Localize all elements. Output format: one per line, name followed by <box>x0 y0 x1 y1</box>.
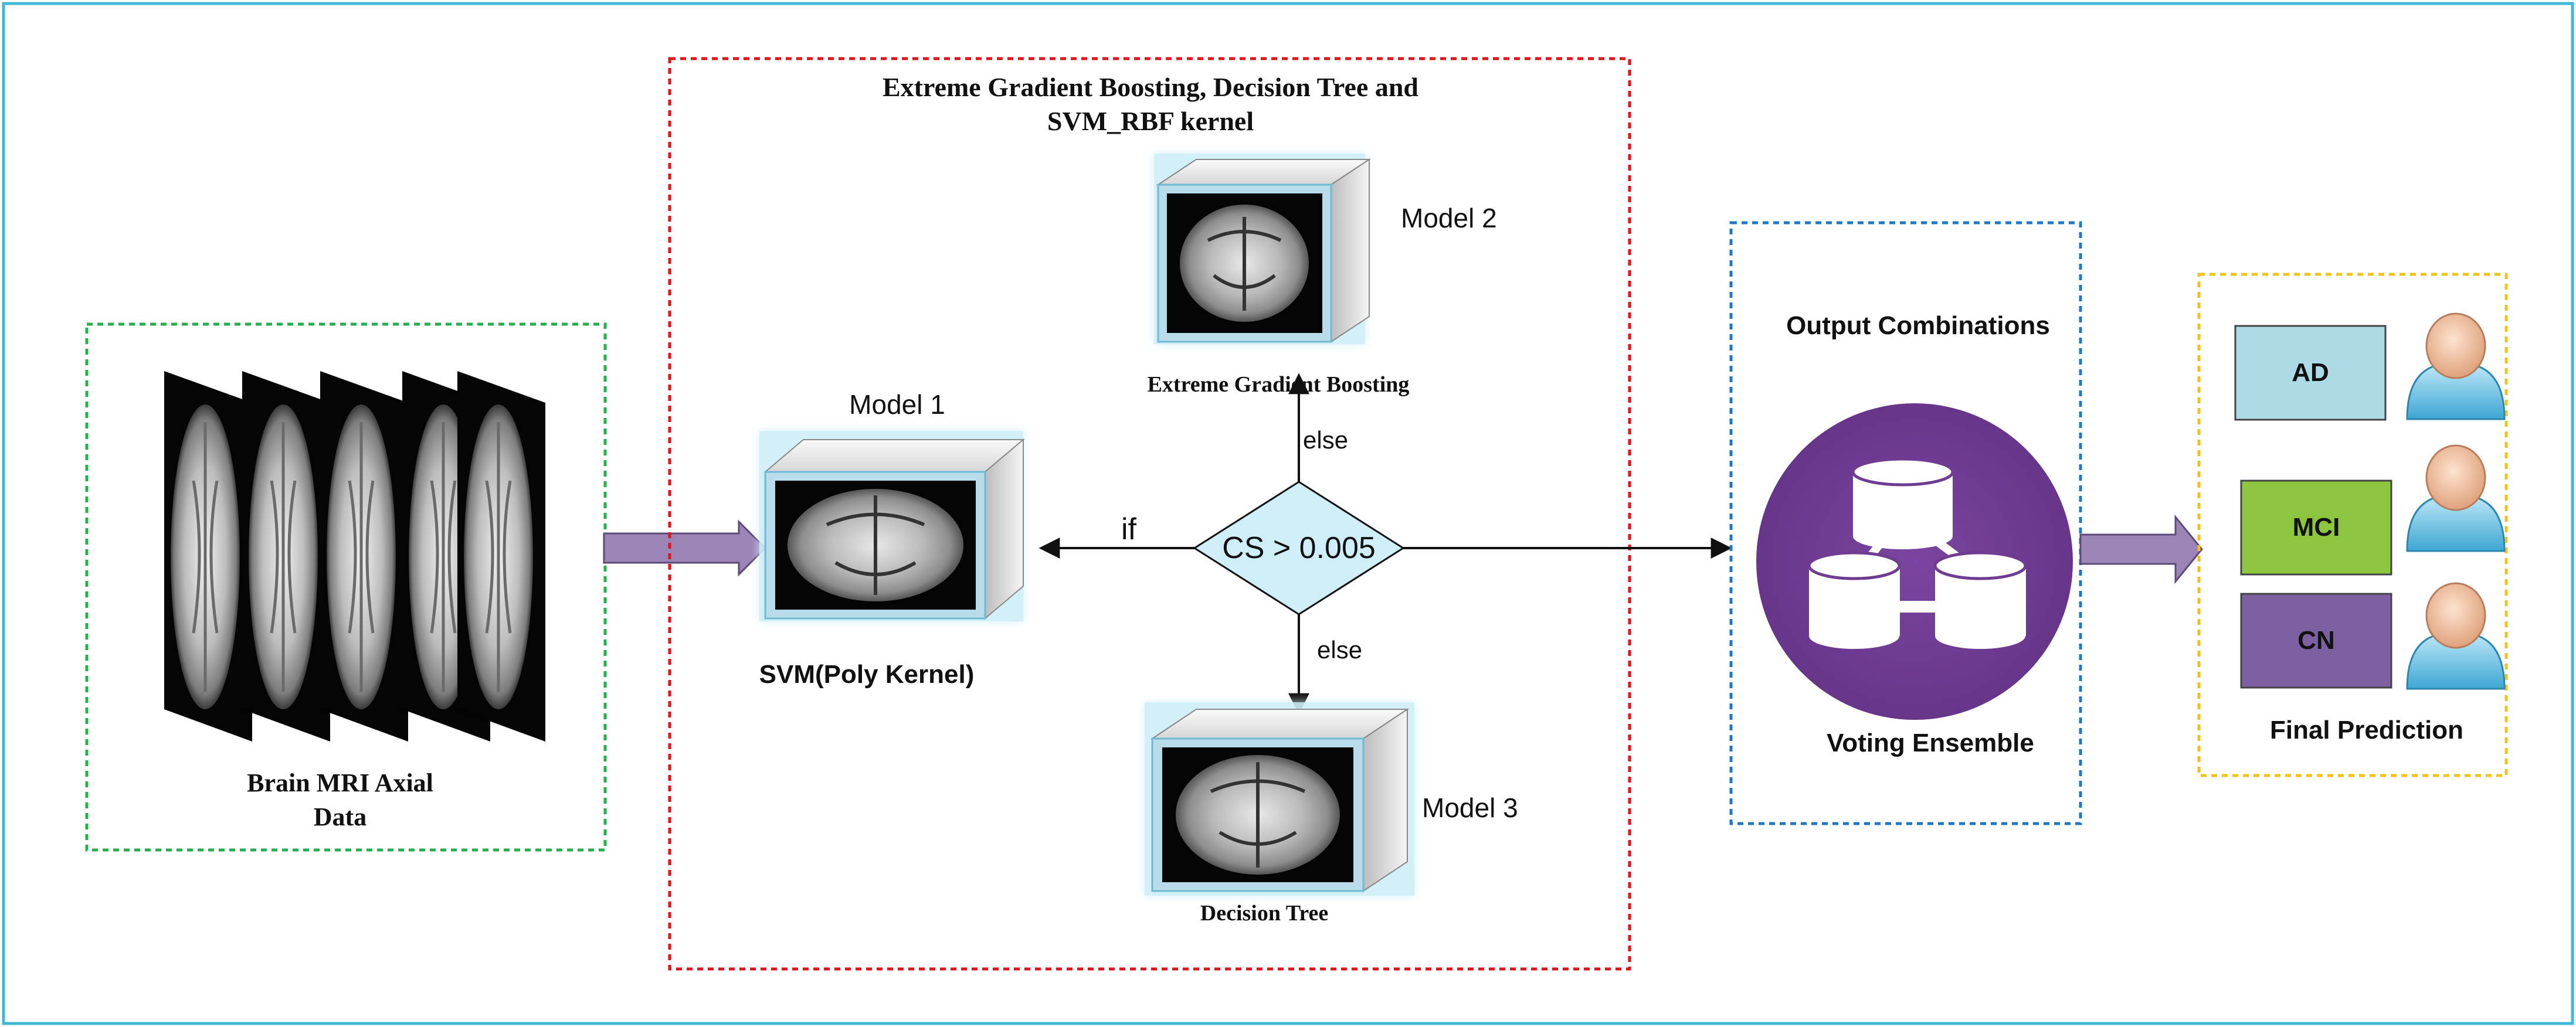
model2-name: Extreme Gradient Boosting <box>1148 372 1410 397</box>
model1-tag: Model 1 <box>849 389 945 420</box>
input-to-model-arrow <box>603 519 767 577</box>
else-top-label: else <box>1303 426 1348 454</box>
model2-tag: Model 2 <box>1401 203 1497 233</box>
condition-label: CS > 0.005 <box>1222 531 1376 565</box>
mri-slice <box>320 371 408 742</box>
model3-name: Decision Tree <box>1200 901 1328 926</box>
prediction-panel-border <box>2197 273 2508 777</box>
models-panel-title-line1: Extreme Gradient Boosting, Decision Tree… <box>883 72 1418 102</box>
else-bottom-label: else <box>1317 636 1362 664</box>
prediction-label: Final Prediction <box>2270 716 2463 744</box>
model1-cube <box>759 431 1025 621</box>
database-network-icon <box>1756 403 2073 720</box>
class-label-cn: CN <box>2297 626 2335 655</box>
user-icon <box>2406 582 2506 690</box>
voting-label: Voting Ensemble <box>1827 729 2034 757</box>
input-label-line2: Data <box>314 802 366 831</box>
model3-cube <box>1145 702 1414 896</box>
models-panel-border <box>668 57 1631 971</box>
user-icon <box>2406 312 2506 420</box>
input-panel-border <box>85 322 607 852</box>
if-label: if <box>1121 512 1137 546</box>
class-box-cn <box>2240 593 2392 689</box>
class-label-ad: AD <box>2292 358 2329 387</box>
models-panel-title-line2: SVM_RBF kernel <box>1047 106 1254 136</box>
mri-slice <box>457 371 545 742</box>
class-box-mci <box>2240 480 2392 576</box>
class-box-ad <box>2234 325 2387 421</box>
db-cylinder-left <box>1807 551 1901 649</box>
user-icon <box>2406 444 2506 552</box>
model3-tag: Model 3 <box>1422 793 1518 823</box>
class-label-mci: MCI <box>2293 513 2340 542</box>
voting-to-prediction-arrow <box>2079 514 2203 584</box>
voting-title: Output Combinations <box>1786 311 2050 340</box>
mri-slice <box>164 371 252 742</box>
model1-name: SVM(Poly Kernel) <box>759 660 975 689</box>
input-label-line1: Brain MRI Axial <box>247 768 433 797</box>
db-cylinder-right <box>1933 551 2027 649</box>
voting-panel-border <box>1729 221 2082 825</box>
model2-cube <box>1154 154 1372 344</box>
mri-slice-stack <box>164 371 545 742</box>
db-cylinder-top <box>1851 457 1954 549</box>
mri-slice <box>242 371 330 742</box>
